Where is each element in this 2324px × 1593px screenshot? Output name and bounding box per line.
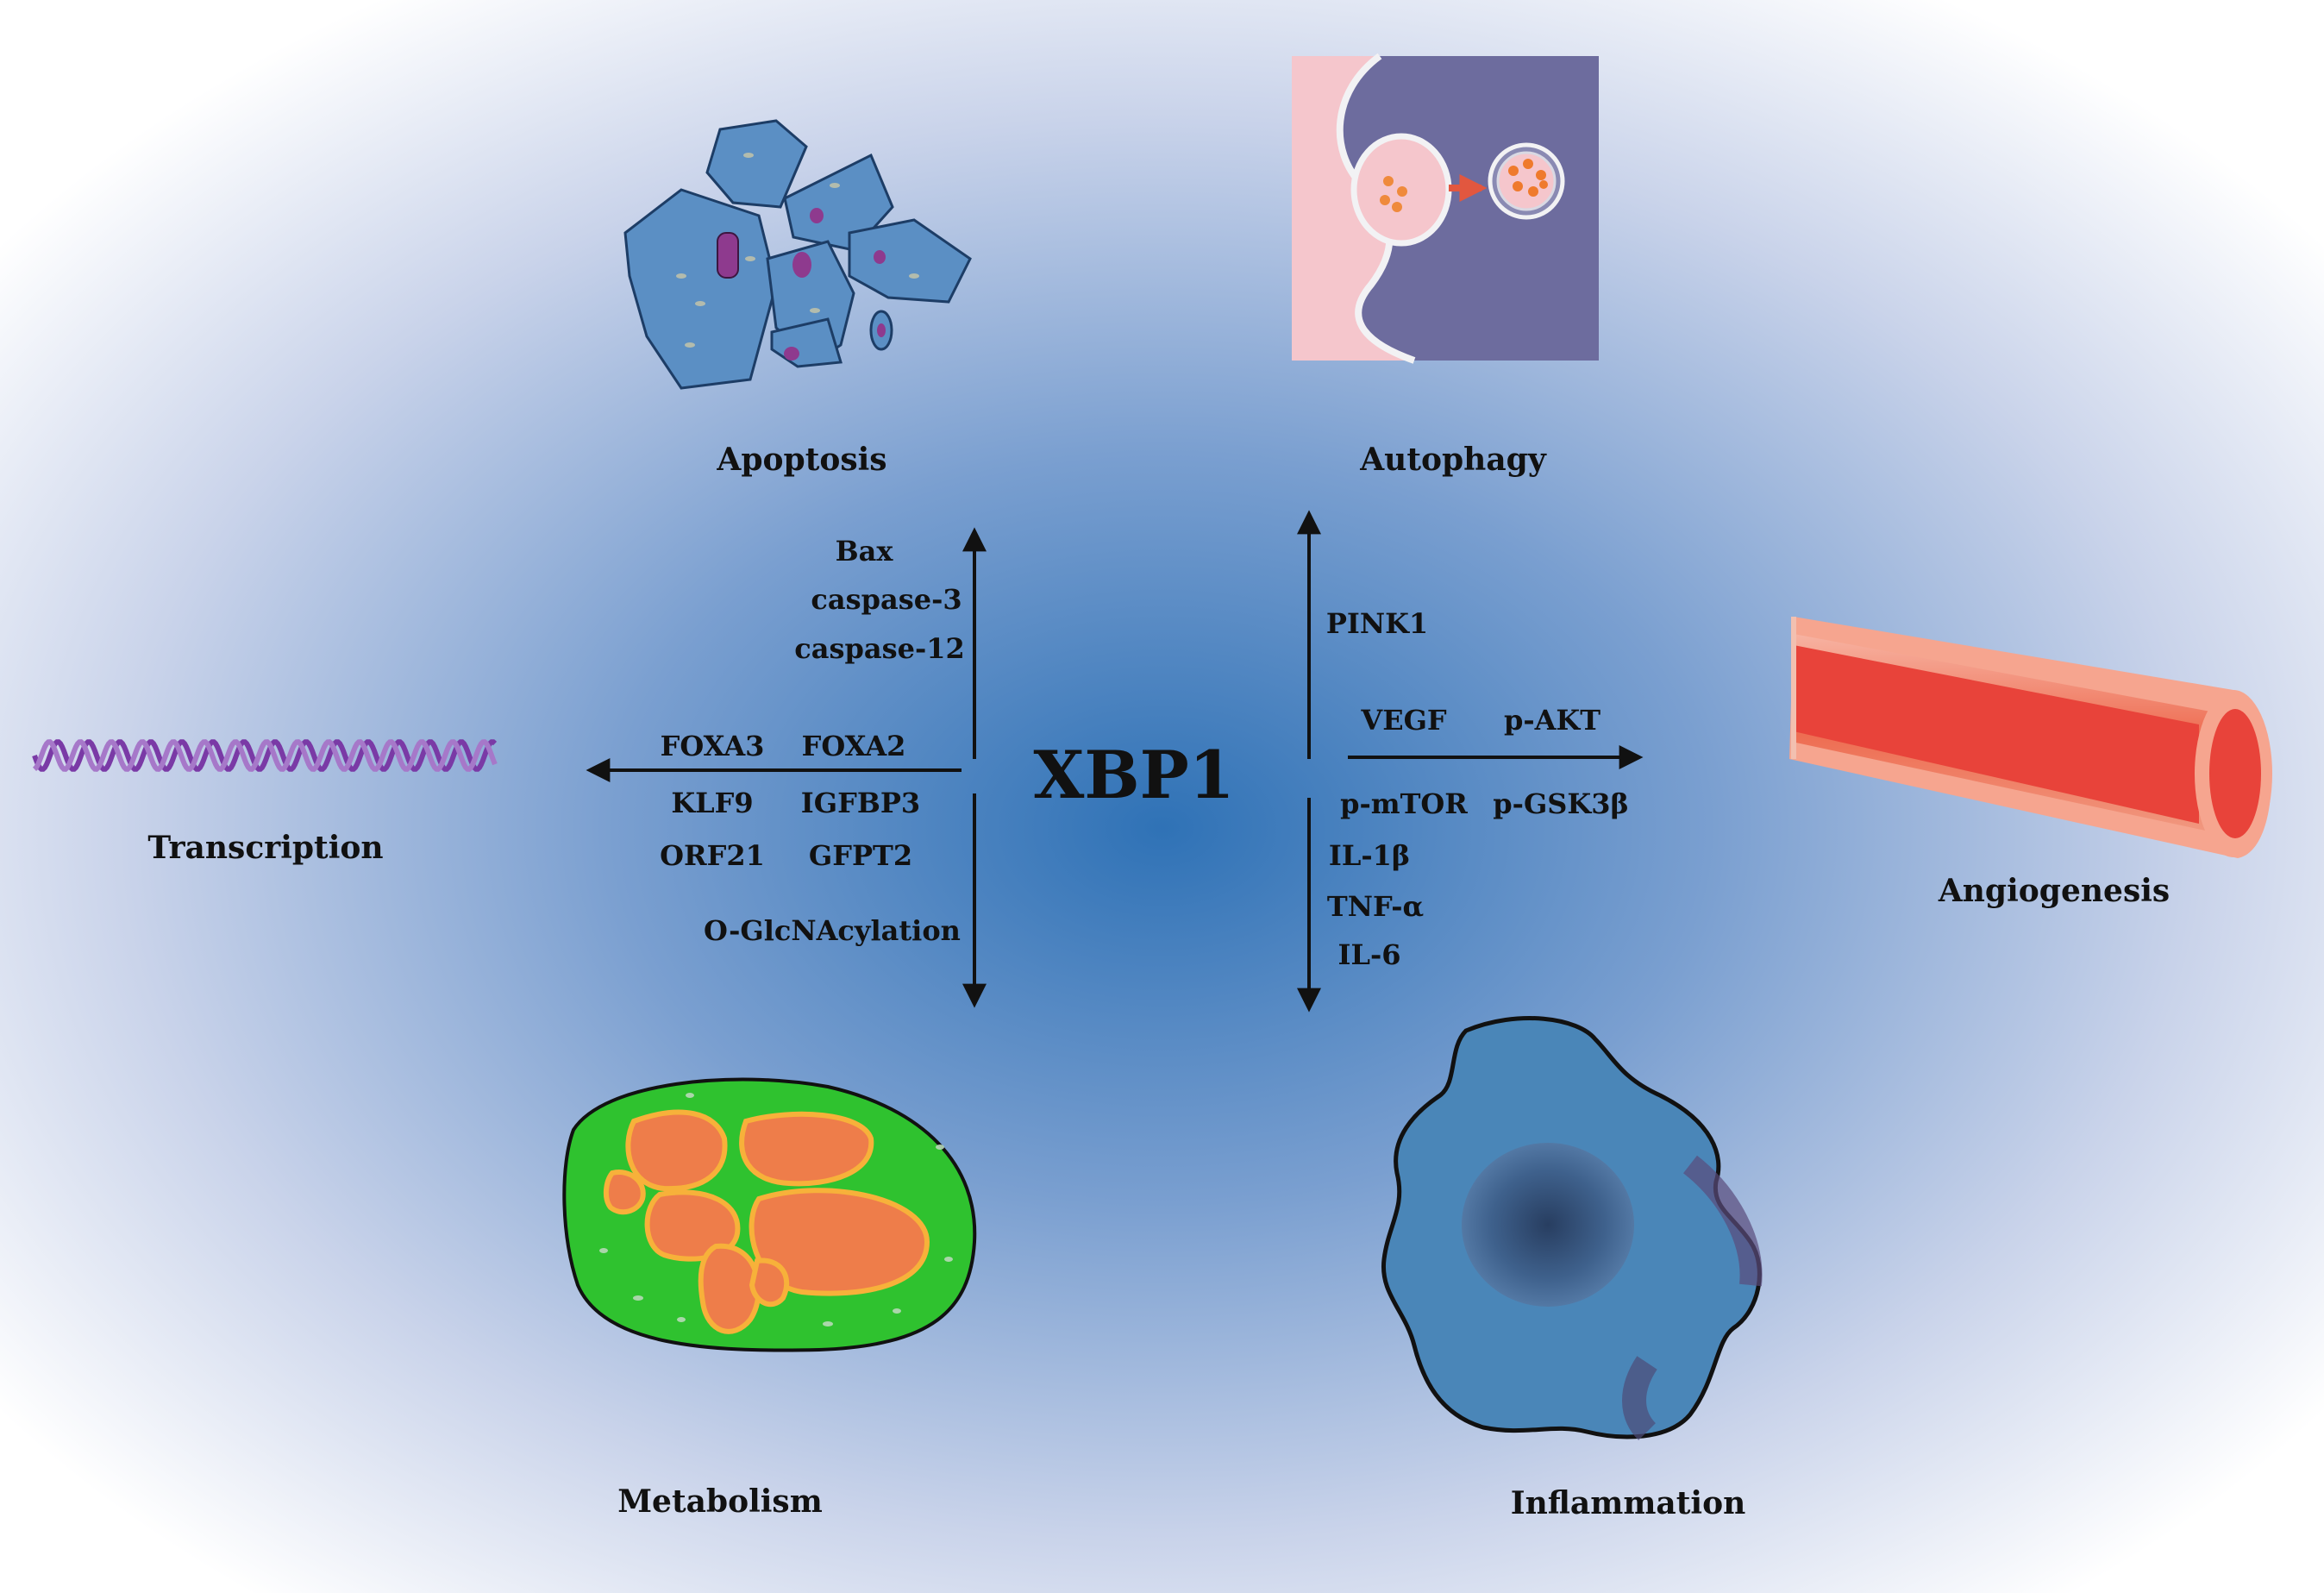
gene-label: p-mTOR [1340,787,1468,820]
gene-label: O-GlcNAcylation [704,914,961,947]
blood-vessel-illustration [1789,617,2272,858]
gene-label: IGFBP3 [801,787,920,819]
process-label-apoptosis: Apoptosis [716,442,886,478]
process-label-inflammation: Inflammation [1511,1485,1746,1521]
gene-label: PINK1 [1326,607,1428,640]
gene-label: caspase-3 [811,583,962,616]
process-label-angiogenesis: Angiogenesis [1938,873,2170,909]
gene-label: ORF21 [660,839,765,872]
gene-label: p-AKT [1504,704,1600,737]
gene-label: IL-1β [1329,839,1410,872]
gene-label: Bax [836,535,894,568]
gene-label: TNF-α [1327,890,1424,923]
gene-label: p-GSK3β [1493,787,1628,820]
gene-label: FOXA2 [802,730,906,762]
gene-label: caspase-12 [794,632,965,665]
dna-strand [32,739,498,772]
apoptosis-illustration [623,119,972,390]
macrophage-illustration [1381,1016,1763,1440]
gene-label: IL-6 [1337,938,1400,971]
adipose-tissue-illustration [562,1077,977,1352]
gene-label: VEGF [1360,704,1447,737]
process-label-transcription: Transcription [147,830,383,866]
process-label-autophagy: Autophagy [1359,442,1547,478]
gene-label: KLF9 [671,787,753,819]
gene-label: FOXA3 [661,730,765,762]
center-label-xbp1: XBP1 [1033,737,1234,813]
dna-strand [32,739,498,772]
gene-label: GFPT2 [809,839,912,872]
dna-helix-icon [32,739,498,772]
autophagy-illustration [1292,53,1599,364]
process-label-metabolism: Metabolism [617,1483,823,1520]
